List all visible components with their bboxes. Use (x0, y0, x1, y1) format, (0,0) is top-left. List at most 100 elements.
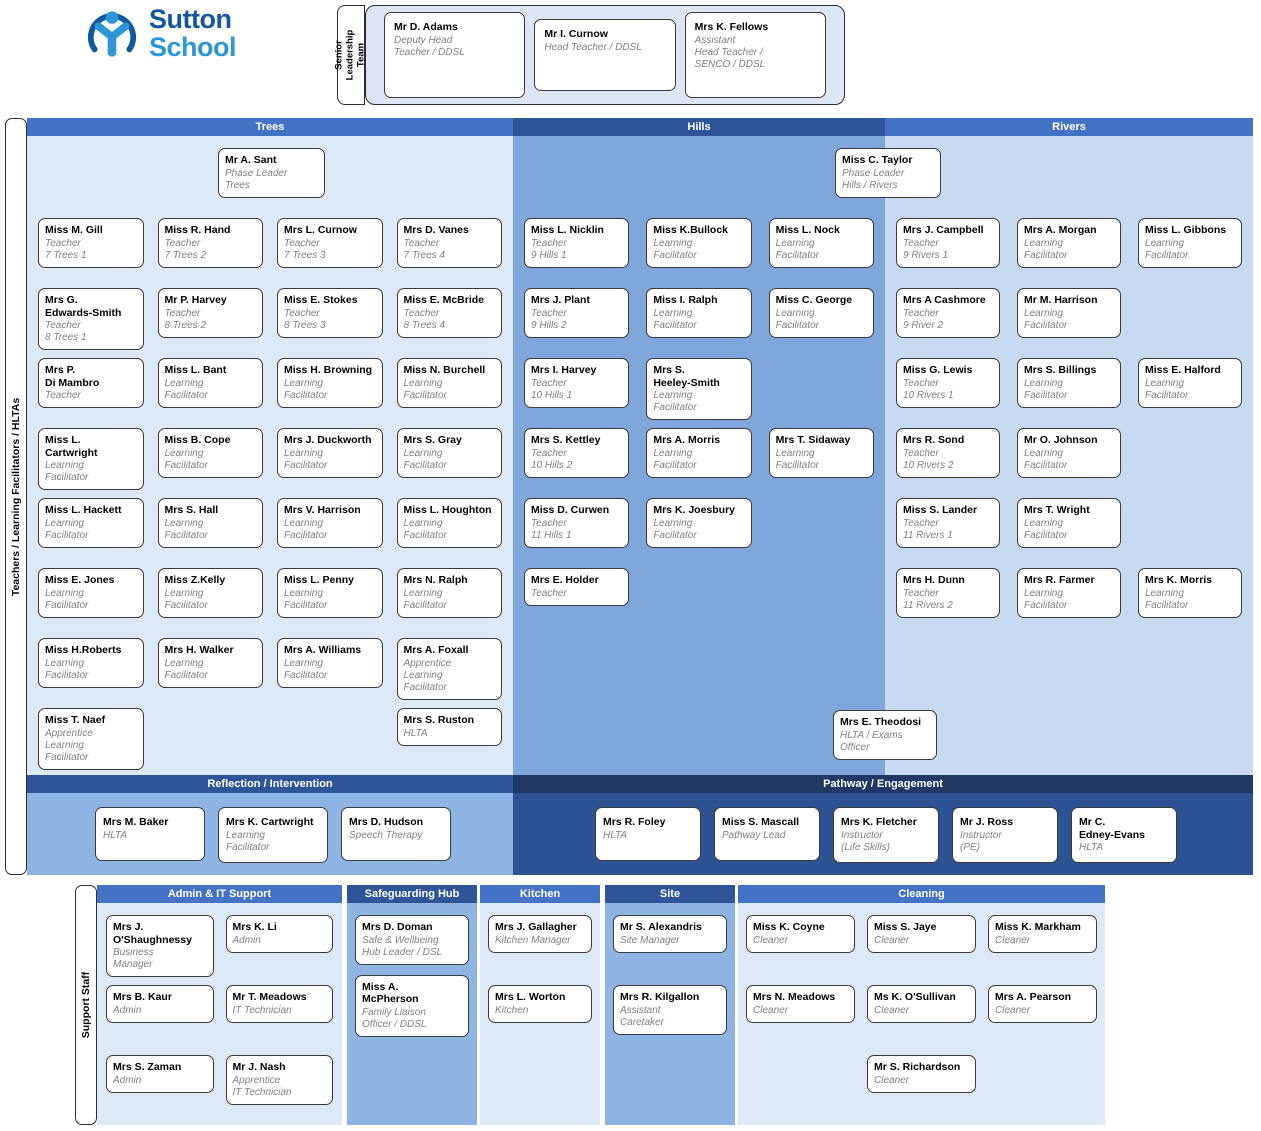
staff-role: Learning Facilitator (1024, 587, 1068, 611)
staff-name: Miss S. Jaye (874, 921, 937, 933)
staff-role: Teacher (531, 587, 567, 599)
staff-role: Site Manager (620, 934, 680, 946)
staff-role: Teacher 11 Hills 1 (531, 517, 572, 541)
staff-name: Miss L. Bant (164, 364, 227, 376)
staff-role: Teacher 11 Rivers 2 (903, 587, 953, 611)
cleaning-header: Cleaning (738, 885, 1105, 903)
school-logo-text: Sutton School (149, 5, 237, 61)
staff-role: Family Liaison Officer / DDSL (362, 1006, 427, 1030)
slt-side-label: Senior Leadership Team (334, 5, 366, 105)
support-side-label: Support Staff (75, 885, 97, 1125)
staff-name: Mrs E. Theodosi (840, 716, 922, 728)
teachers-block: Teachers / Learning Facilitators / HLTAs… (5, 118, 1253, 875)
staff-name: Miss Z.Kelly (164, 574, 226, 586)
staff-role: HLTA (403, 727, 428, 739)
staff-name: Mr I. Curnow (544, 28, 608, 40)
staff-name: Mrs E. Holder (531, 574, 599, 586)
staff-role: Assistant Head Teacher / SENCO / DDSL (694, 34, 766, 70)
staff-role: Kitchen Manager (495, 934, 571, 946)
staff-name: Mr S. Alexandris (620, 921, 702, 933)
staff-name: Mrs D. Doman (362, 921, 433, 933)
staff-role: Learning Facilitator (1024, 517, 1068, 541)
staff-name: Mrs A. Pearson (995, 991, 1072, 1003)
staff-role: Speech Therapy (349, 829, 423, 841)
staff-name: Mrs S. Kettley (531, 434, 601, 446)
staff-role: Learning Facilitator (653, 237, 697, 261)
staff-name: Ms K. O'Sullivan (874, 991, 956, 1003)
staff-name: Miss H. Browning (284, 364, 373, 376)
staff-role: IT Technician (232, 1004, 292, 1016)
staff-role: Learning Facilitator (775, 237, 820, 261)
staff-name: Mrs L. Worton (495, 991, 566, 1003)
staff-name: Miss I. Ralph (653, 294, 718, 306)
staff-role: Learning Facilitator (45, 460, 89, 484)
staff-role: Apprentice Learning Facilitator (403, 657, 452, 693)
staff-role: Admin (113, 1004, 142, 1016)
staff-role: Cleaner (874, 934, 910, 946)
staff-role: Learning Facilitator (403, 517, 447, 541)
staff-role: Learning Facilitator (403, 587, 447, 611)
staff-role: Teacher 8 Trees 4 (403, 307, 446, 331)
staff-role: Learning Facilitator (1024, 237, 1068, 261)
staff-name: Mrs K. Fletcher (841, 816, 917, 828)
staff-role: Head Teacher / DDSL (544, 41, 642, 53)
rivers-header: Rivers (885, 118, 1253, 136)
staff-role: Learning Facilitator (284, 587, 328, 611)
staff-name: Mrs A. Foxall (403, 644, 469, 656)
staff-role: Kitchen (495, 1004, 529, 1016)
staff-role: HLTA (103, 829, 128, 841)
staff-name: Mrs D. Vanes (403, 224, 469, 236)
staff-role: Teacher 8 Trees 2 (164, 307, 207, 331)
staff-name: Mrs M. Baker (103, 816, 169, 828)
staff-name: Mrs H. Dunn (903, 574, 965, 586)
staff-name: Mrs P. Di Mambro (45, 364, 100, 389)
staff-role: Teacher 10 Rivers 1 (903, 377, 954, 401)
staff-name: Mrs J. Duckworth (284, 434, 372, 446)
staff-role: Cleaner (874, 1074, 910, 1086)
staff-name: Mr A. Sant (225, 154, 277, 166)
staff-role: Cleaner (995, 1004, 1031, 1016)
staff-name: Mrs T. Wright (1024, 504, 1090, 516)
staff-role: Deputy Head Teacher / DDSL (394, 34, 465, 58)
staff-name: Miss B. Cope (164, 434, 231, 446)
staff-name: Miss N. Burchell (403, 364, 486, 376)
staff-role: Teacher 9 Rivers 1 (903, 237, 949, 261)
staff-role: Safe & Wellbeing Hub Leader / DSL (362, 934, 443, 958)
staff-role: Learning Facilitator (226, 829, 270, 853)
staff-role: Instructor (PE) (960, 829, 1002, 853)
